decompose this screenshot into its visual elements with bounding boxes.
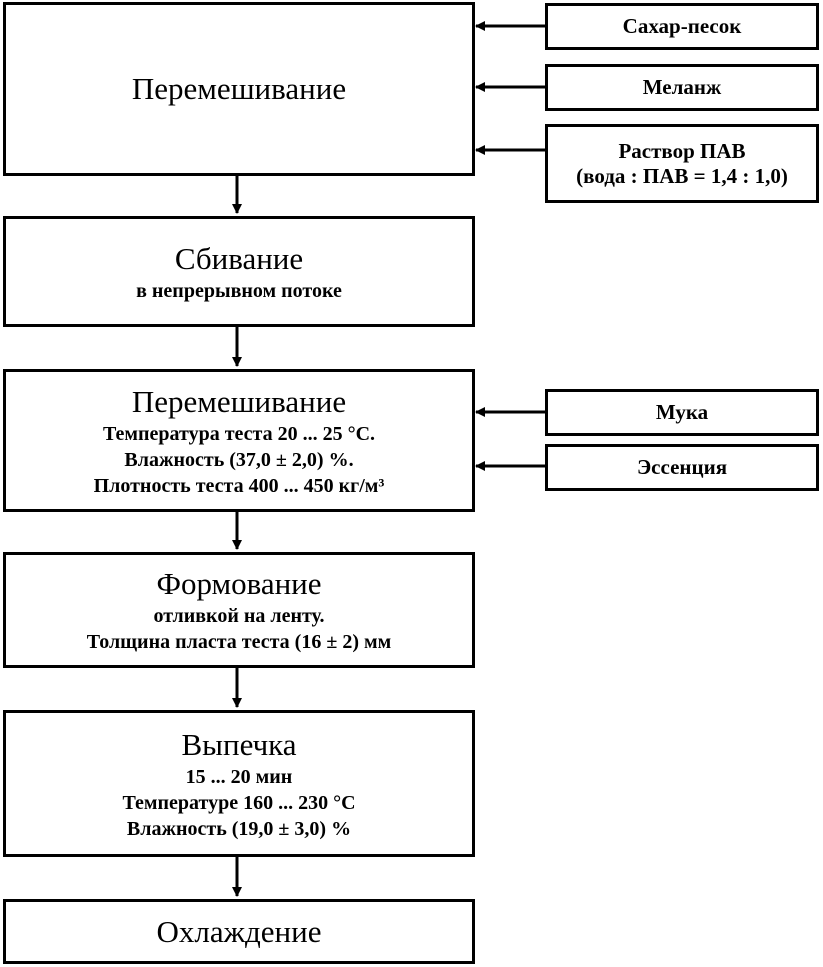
input-label: Мука [655, 400, 709, 424]
step-forming: Формование отливкой на ленту. Толщина пл… [3, 552, 475, 668]
step-mixing-2: Перемешивание Температура теста 20 ... 2… [3, 369, 475, 512]
input-sugar: Сахар-песок [545, 3, 819, 50]
input-label: (вода : ПАВ = 1,4 : 1,0) [576, 163, 788, 188]
step-detail: Влажность (37,0 ± 2,0) %. [124, 448, 354, 471]
step-title: Выпечка [181, 726, 297, 762]
input-label: Раствор ПАВ [618, 138, 746, 163]
input-label: Эссенция [636, 455, 728, 479]
step-mixing-1: Перемешивание [3, 2, 475, 176]
input-surfactant-solution: Раствор ПАВ (вода : ПАВ = 1,4 : 1,0) [545, 124, 819, 203]
step-detail: Температура теста 20 ... 25 °С. [102, 422, 376, 445]
input-label: Меланж [642, 75, 722, 99]
input-essence: Эссенция [545, 444, 819, 491]
step-detail: Влажность (19,0 ± 3,0) % [126, 817, 352, 840]
input-flour: Мука [545, 389, 819, 436]
step-detail: 15 ... 20 мин [185, 765, 293, 788]
step-title: Сбивание [174, 240, 304, 276]
step-detail: в непрерывном потоке [136, 279, 342, 302]
input-label: Сахар-песок [622, 14, 742, 38]
step-baking: Выпечка 15 ... 20 мин Температуре 160 ..… [3, 710, 475, 857]
step-whipping: Сбивание в непрерывном потоке [3, 216, 475, 327]
input-melange: Меланж [545, 64, 819, 111]
step-title: Формование [156, 566, 322, 601]
step-title: Перемешивание [131, 71, 347, 106]
step-detail: Плотность теста 400 ... 450 кг/м³ [93, 474, 385, 497]
step-detail: Толщина пласта теста (16 ± 2) мм [86, 631, 392, 653]
step-cooling: Охлаждение [3, 899, 475, 964]
step-title: Охлаждение [156, 913, 322, 949]
step-title: Перемешивание [131, 383, 347, 419]
step-detail: Температуре 160 ... 230 °С [122, 791, 356, 814]
step-detail: отливкой на ленту. [153, 605, 325, 627]
